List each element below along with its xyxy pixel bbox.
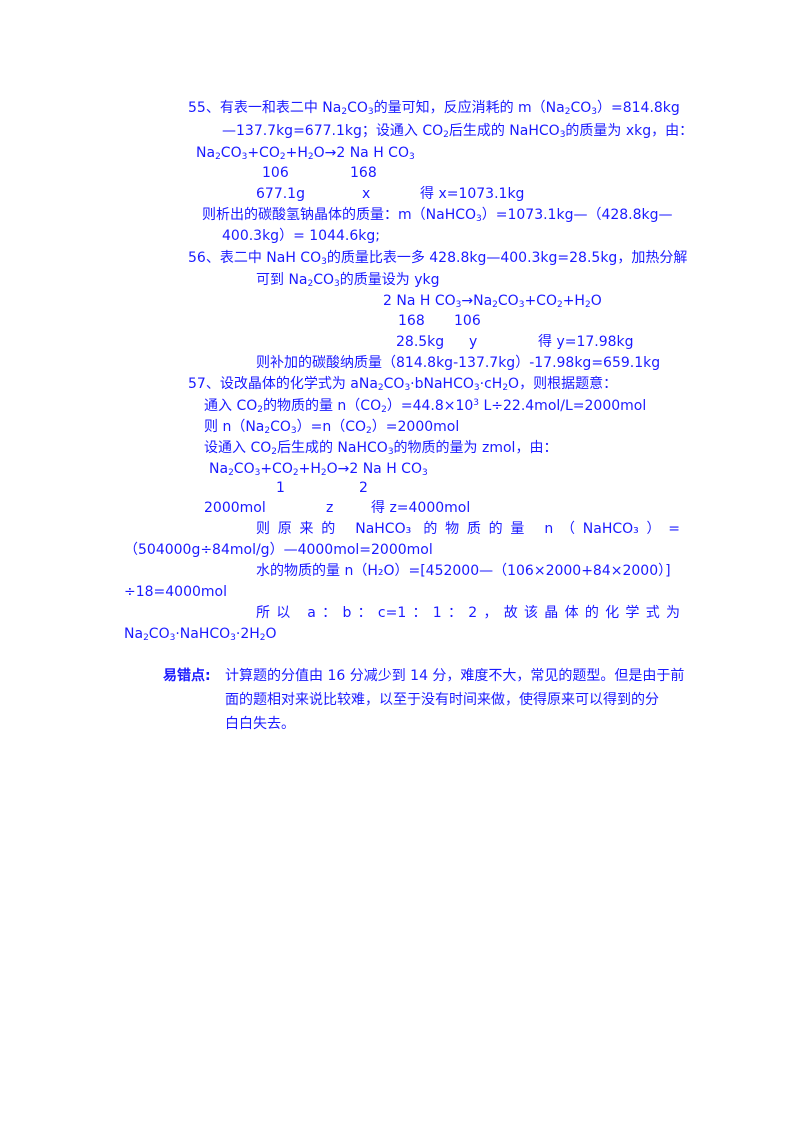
q55-line-1: 55、有表一和表二中 Na2CO3的量可知，反应消耗的 m（Na2CO3）=81… bbox=[188, 100, 680, 117]
q55-line-7: 400.3kg）= 1044.6kg; bbox=[222, 228, 380, 244]
q56-result: 得 y=17.98kg bbox=[538, 334, 634, 350]
q55-equation: Na2CO3+CO2+H2O→2 Na H CO3 bbox=[196, 145, 415, 162]
q56-equation: 2 Na H CO3→Na2CO3+CO2+H2O bbox=[383, 293, 602, 310]
q57-coef-2: 2 bbox=[359, 480, 368, 496]
q56-unknown-y: y bbox=[469, 334, 478, 350]
q57-line-13: Na2CO3·NaHCO3·2H2O bbox=[124, 626, 277, 643]
q55-line-6: 则析出的碳酸氢钠晶体的质量：m（NaHCO3）=1073.1kg—（428.8k… bbox=[202, 207, 673, 224]
note-label: 易错点: bbox=[163, 668, 211, 684]
q57-line-4: 设通入 CO2后生成的 NaHCO3的物质的量为 zmol，由： bbox=[204, 440, 558, 457]
note-line-3: 白白失去。 bbox=[225, 716, 295, 732]
q57-coef-1: 1 bbox=[276, 480, 285, 496]
q56-line-1: 56、表二中 NaH CO3的质量比表一多 428.8kg—400.3kg=28… bbox=[188, 250, 688, 267]
q56-molar-168: 168 bbox=[398, 313, 425, 329]
q57-unknown-z: z bbox=[326, 500, 334, 516]
note-line-2: 面的题相对来说比较难，以至于没有时间来做，使得原来可以得到的分 bbox=[225, 692, 659, 708]
q56-line-6: 则补加的碳酸纳质量（814.8kg-137.7kg）-17.98kg=659.1… bbox=[256, 355, 661, 371]
q57-line-1: 57、设改晶体的化学式为 aNa2CO3·bNaHCO3·cH2O，则根据题意： bbox=[188, 376, 618, 393]
q57-line-11: ÷18=4000mol bbox=[124, 584, 227, 600]
q57-line-2: 通入 CO2的物质的量 n（CO2）=44.8×103 L÷22.4mol/L=… bbox=[204, 398, 647, 415]
q56-mass-given: 28.5kg bbox=[396, 334, 445, 350]
q57-result: 得 z=4000mol bbox=[371, 500, 471, 516]
q56-molar-106: 106 bbox=[454, 313, 481, 329]
q55-line-2: —137.7kg=677.1kg；设通入 CO2后生成的 NaHCO3的质量为 … bbox=[222, 123, 694, 140]
q57-equation: Na2CO3+CO2+H2O→2 Na H CO3 bbox=[209, 461, 428, 478]
q55-molar-106: 106 bbox=[262, 165, 289, 181]
q57-line-3: 则 n（Na2CO3）=n（CO2）=2000mol bbox=[204, 419, 460, 436]
q57-line-10: 水的物质的量 n（H₂O）=[452000—（106×2000+84×2000）… bbox=[256, 563, 671, 579]
note-line-1: 计算题的分值由 16 分减少到 14 分，难度不大，常见的题型。但是由于前 bbox=[225, 668, 685, 684]
q55-molar-168: 168 bbox=[350, 165, 377, 181]
q55-result: 得 x=1073.1kg bbox=[420, 186, 525, 202]
q55-unknown-x: x bbox=[362, 186, 371, 202]
q55-mass-given: 677.1g bbox=[256, 186, 305, 202]
q57-line-9: （504000g÷84mol/g）—4000mol=2000mol bbox=[124, 542, 433, 558]
q56-line-2: 可到 Na2CO3的质量设为 ykg bbox=[256, 272, 440, 289]
q57-line-12: 所以 a：b：c=1：1：2，故该晶体的化学式为 bbox=[256, 605, 680, 621]
q57-mol-given: 2000mol bbox=[204, 500, 266, 516]
q57-line-8: 则原来的 NaHCO₃ 的物质的量 n（NaHCO₃）= bbox=[256, 521, 680, 537]
